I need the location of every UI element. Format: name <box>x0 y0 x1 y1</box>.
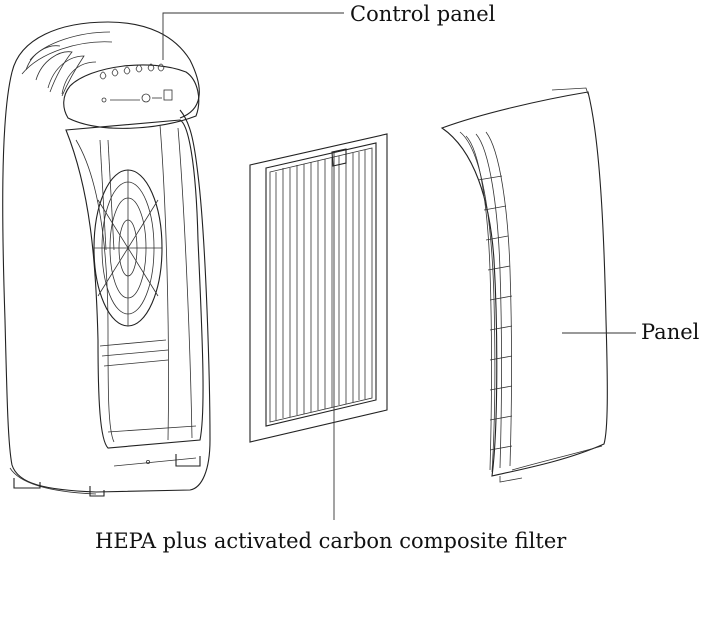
filter-label: HEPA plus activated carbon composite fil… <box>95 529 567 553</box>
front-panel <box>440 87 608 483</box>
control-panel-leader <box>162 12 344 60</box>
panel-vents <box>465 131 513 471</box>
hepa-filter <box>249 133 388 443</box>
panel-label: Panel <box>641 320 700 344</box>
purifier-body <box>2 21 211 497</box>
control-buttons <box>99 63 173 103</box>
filter-pleats <box>275 150 366 420</box>
fan-grille <box>93 169 163 327</box>
control-panel-label: Control panel <box>350 2 496 26</box>
